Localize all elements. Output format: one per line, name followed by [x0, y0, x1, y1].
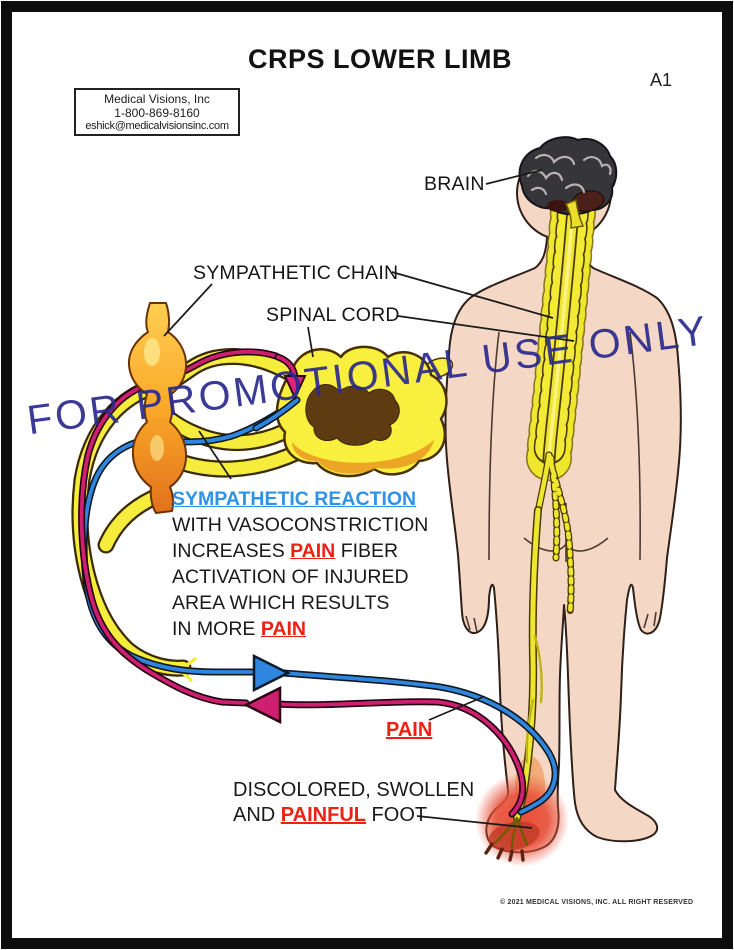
- leader-lines: [163, 169, 575, 829]
- pain-emphasis: PAIN: [290, 540, 336, 562]
- page-title: CRPS LOWER LIMB: [248, 44, 512, 74]
- label-brain: BRAIN: [424, 173, 485, 195]
- email-address: eshick@medicalvisionsinc.com: [85, 120, 229, 132]
- note-line: WITH VASOCONSTRICTION: [172, 514, 429, 536]
- spinal-cord-cross-section: [252, 345, 454, 478]
- afferent-entry-arrow-icon: [283, 375, 307, 401]
- gray-matter-butterfly: [305, 384, 400, 446]
- spinal-cord-column: [484, 189, 596, 862]
- leader-spinal-cord-left: [307, 326, 314, 358]
- afferent-arrow-icon: [243, 685, 282, 725]
- body-silhouette: [444, 237, 682, 854]
- efferent-arrow-icon: [252, 653, 291, 693]
- toes-shading: [484, 842, 525, 862]
- leader-sympathetic-chain-right: [391, 271, 554, 319]
- copyright-notice: © 2021 MEDICAL VISIONS, INC. ALL RIGHT R…: [500, 899, 694, 906]
- label-spinal-cord: SPINAL CORD: [266, 304, 400, 326]
- note-line: AREA WHICH RESULTS: [172, 592, 390, 614]
- sheet-code: A1: [650, 70, 673, 90]
- leader-pain: [428, 696, 484, 721]
- foot-note: DISCOLORED, SWOLLEN AND PAINFUL FOOT: [233, 779, 475, 826]
- note-line: IN MORE PAIN: [172, 618, 306, 640]
- pain-emphasis: PAIN: [260, 618, 306, 640]
- label-sympathetic-chain: SYMPATHETIC CHAIN: [193, 262, 399, 284]
- leader-spinal-cord-right: [397, 315, 575, 342]
- contact-box: Medical Visions, Inc 1-800-869-8160 eshi…: [74, 88, 240, 136]
- efferent-blue-path: [80, 396, 559, 816]
- leader-sympathetic-reaction: [198, 430, 232, 480]
- afferent-magenta-path: [78, 348, 527, 818]
- phone-number: 1-800-869-8160: [114, 106, 200, 120]
- brainstem: [564, 198, 585, 229]
- note-heading: SYMPATHETIC REACTION: [172, 488, 417, 510]
- sympathetic-chain-ganglia: [127, 302, 188, 514]
- leader-foot: [416, 815, 533, 829]
- company-name: Medical Visions, Inc: [104, 92, 210, 106]
- leader-sympathetic-chain-left: [163, 283, 213, 337]
- body-figure: [444, 145, 682, 867]
- label-pain: PAIN: [386, 719, 433, 741]
- sympathetic-reaction-note: SYMPATHETIC REACTION WITH VASOCONSTRICTI…: [172, 486, 428, 642]
- painful-emphasis: PAINFUL: [280, 804, 366, 826]
- note-line: ACTIVATION OF INJURED: [172, 566, 409, 588]
- brain-illustration: [518, 136, 618, 229]
- leader-brain: [485, 169, 543, 185]
- note-line: INCREASES PAIN FIBER: [172, 540, 399, 562]
